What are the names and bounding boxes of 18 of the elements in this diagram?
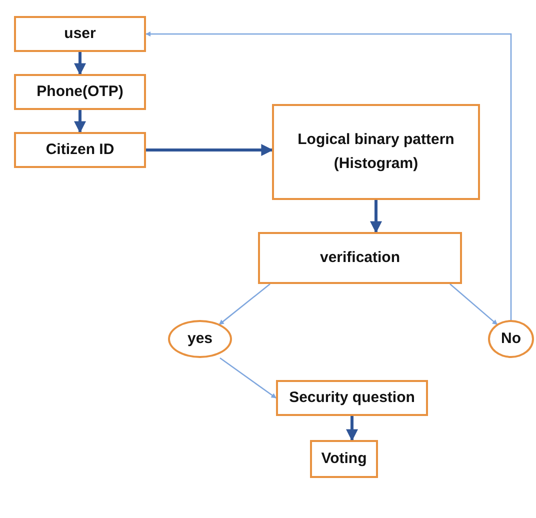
process-box: Logical binary pattern (Histogram) (272, 104, 480, 200)
process-box: Phone(OTP) (14, 74, 146, 110)
arrow (145, 31, 512, 320)
decision-ellipse: yes (168, 320, 232, 358)
arrow (74, 52, 86, 76)
process-box: Security question (276, 380, 428, 416)
arrow (218, 284, 270, 326)
process-box: Voting (310, 440, 378, 478)
arrow (74, 110, 86, 134)
process-box: verification (258, 232, 462, 284)
arrow (346, 416, 358, 442)
process-box: Citizen ID (14, 132, 146, 168)
decision-ellipse: No (488, 320, 534, 358)
arrow (146, 144, 274, 156)
arrow (370, 200, 382, 234)
arrow (450, 284, 498, 326)
arrow (220, 357, 276, 399)
process-box: user (14, 16, 146, 52)
